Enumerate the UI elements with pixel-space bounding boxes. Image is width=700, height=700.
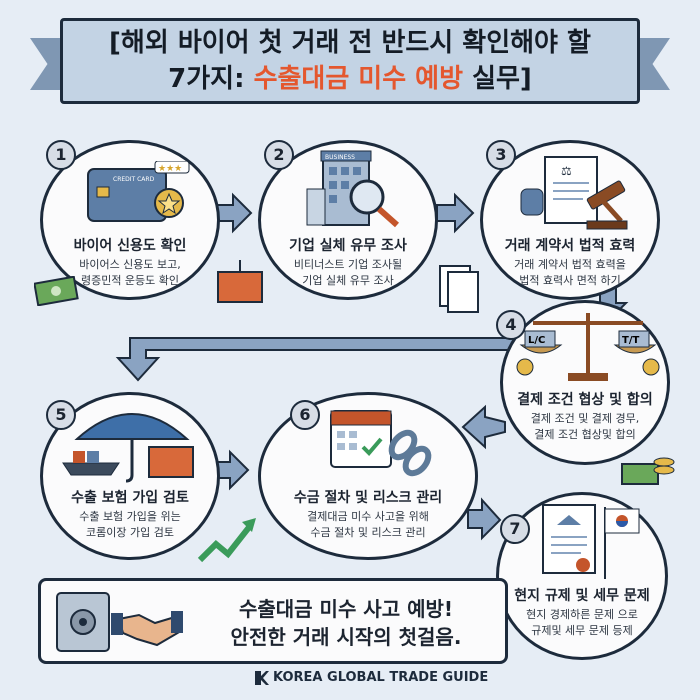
arrow-6-7-icon [467, 497, 502, 541]
step-4-desc-line2: 결제 조건 협상및 합의 [534, 428, 636, 441]
contract-gavel-icon: ⚖ [520, 156, 628, 230]
step-3-desc-line1: 거래 계약서 법적 효력을 [514, 258, 626, 271]
svg-text:★★★: ★★★ [158, 164, 182, 174]
step-3-desc: 거래 계약서 법적 효력을 법적 효력사 면적 하기 [483, 257, 657, 289]
k-logo-icon [255, 670, 269, 685]
step-1-title: 바이어 신용도 확인 [73, 238, 187, 254]
step-2-desc: 비티너스트 기업 조사될 기업 실체 유무 조사 [261, 257, 435, 289]
step-4: L/C T/T 결제 조건 협상 및 합의 결제 조건 및 결제 경무, 결제 … [500, 300, 670, 465]
step-3-number: 3 [486, 140, 516, 170]
title-line1: [해외 바이어 첫 거래 전 반드시 확인해야 할 [109, 28, 591, 58]
header-banner: [해외 바이어 첫 거래 전 반드시 확인해야 할 7가지: 수출대금 미수 예… [30, 8, 670, 106]
footer: KOREA GLOBAL TRADE GUIDE [255, 670, 488, 685]
growth-arrow-icon [197, 518, 256, 563]
footer-brand: KOREA GLOBAL TRADE GUIDE [273, 670, 489, 685]
step-6-title: 수금 절차 및 리스크 관리 [293, 490, 443, 506]
svg-text:CREDIT CARD: CREDIT CARD [113, 176, 155, 183]
svg-text:L/C: L/C [528, 335, 545, 346]
title-suffix: 실무] [463, 64, 532, 94]
credit-card-icon: CREDIT CARD ★★★ [87, 161, 190, 222]
step-5-desc: 수출 보험 가입을 위는 코롬이장 가입 검토 [43, 509, 217, 541]
step-6-number: 6 [290, 400, 320, 430]
safe-handshake-icon [56, 592, 183, 652]
step-6-desc: 결제대금 미수 사고을 위해 수금 절차 및 리스크 관리 [261, 509, 475, 541]
step-5-desc-line2: 코롬이장 가입 검토 [86, 526, 174, 539]
step-4-desc: 결제 조건 및 결제 경무, 결제 조건 협상및 합의 [503, 411, 667, 443]
step-3-desc-line2: 법적 효력사 면적 하기 [519, 274, 621, 287]
step-7-number: 7 [500, 514, 530, 544]
building-search-icon: BUSINESS [306, 150, 399, 228]
arrow-2-3-icon [436, 192, 475, 234]
balance-scale-icon: L/C T/T [516, 313, 660, 381]
step-5-title: 수출 보험 가입 검토 [71, 490, 189, 506]
page-title: [해외 바이어 첫 거래 전 반드시 확인해야 할 7가지: 수출대금 미수 예… [60, 18, 640, 104]
bottom-message-line2: 안전한 거래 시작의 첫걸음. [230, 625, 462, 649]
title-accent: 수출대금 미수 예방 [253, 64, 464, 94]
documents-icon [439, 265, 479, 313]
step-2-desc-line2: 기업 실체 유무 조사 [302, 274, 394, 287]
step-1-desc-line2: 령증민적 운등도 확인 [80, 274, 180, 287]
regulation-flag-icon [542, 504, 640, 579]
step-4-number: 4 [496, 310, 526, 340]
arrow-4-5-icon [115, 337, 521, 382]
step-7-desc: 현지 경제하른 문제 으로 규제및 세무 문제 등제 [499, 607, 665, 639]
arrow-1-2-icon [214, 192, 253, 234]
bottom-message: 수출대금 미수 사고 예방! 안전한 거래 시작의 첫걸음. [191, 595, 501, 651]
cargo-container-icon [217, 260, 263, 303]
step-6-desc-line2: 수금 절차 및 리스크 관리 [310, 526, 426, 539]
title-prefix: 7가지: [168, 64, 254, 94]
arrow-4-6-icon [461, 404, 506, 450]
step-4-desc-line1: 결제 조건 및 결제 경무, [530, 412, 640, 425]
step-7-desc-line2: 규제및 세무 문제 등제 [531, 624, 633, 637]
step-5-number: 5 [46, 400, 76, 430]
step-3-title: 거래 계약서 법적 효력 [504, 238, 636, 254]
step-2-number: 2 [264, 140, 294, 170]
cash-icon [34, 276, 79, 306]
step-1-number: 1 [46, 140, 76, 170]
insurance-umbrella-icon [62, 413, 194, 483]
step-1-desc: 바이어스 신용도 보고, 령증민적 운등도 확인 [43, 257, 217, 289]
svg-text:T/T: T/T [622, 335, 639, 346]
svg-text:BUSINESS: BUSINESS [325, 154, 355, 161]
step-5: 수출 보험 가입 검토 수출 보험 가입을 위는 코롬이장 가입 검토 [40, 392, 220, 560]
svg-text:⚖: ⚖ [561, 164, 572, 178]
step-5-desc-line1: 수출 보험 가입을 위는 [79, 510, 181, 523]
step-7-desc-line1: 현지 경제하른 문제 으로 [526, 608, 638, 621]
step-2-desc-line1: 비티너스트 기업 조사될 [293, 258, 403, 271]
money-stack-icon [621, 457, 675, 485]
step-2-title: 기업 실체 유무 조사 [289, 238, 407, 254]
title-line2: 7가지: 수출대금 미수 예방 실무] [168, 61, 532, 97]
step-7-title: 현지 규제 및 세무 문제 [514, 588, 650, 604]
step-4-title: 결제 조건 협상 및 합의 [517, 392, 653, 408]
step-6-desc-line1: 결제대금 미수 사고을 위해 [307, 510, 429, 523]
calendar-chain-icon [330, 410, 432, 477]
step-1-desc-line1: 바이어스 신용도 보고, [79, 258, 181, 271]
bottom-message-box: 수출대금 미수 사고 예방! 안전한 거래 시작의 첫걸음. [38, 578, 508, 664]
bottom-message-line1: 수출대금 미수 사고 예방! [238, 597, 453, 621]
